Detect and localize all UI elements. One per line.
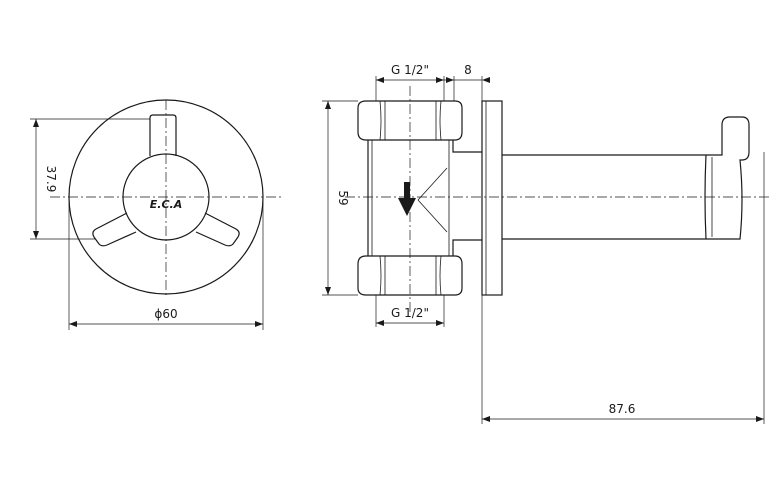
top-hex-nut [357,100,463,141]
top-hex-nut-curves [379,100,442,141]
dim-thread-top-arrow-left [376,77,384,83]
dim-thread-bottom-label: G 1/2" [391,306,429,320]
dim-length-arrow-left [482,416,490,422]
dim-body-height-label: 59 [336,190,350,205]
dim-body-height-arrow-bottom [325,287,331,295]
dim-diameter-label: ϕ60 [154,307,177,321]
dim-flange-label: 8 [464,63,472,77]
wall-flange [481,100,503,296]
dim-length-arrow-right [756,416,764,422]
dim-thread-top-arrow-right [436,77,444,83]
flow-wedge-lines [417,167,448,233]
dim-flange-arrow-right [482,77,490,83]
dim-thread-top-label: G 1/2" [391,63,429,77]
stem-outline [502,154,706,240]
bottom-hex-nut [357,255,463,296]
valve-body-inner [371,140,450,256]
front-view: E.C.A 37.9 ϕ60 [30,99,282,330]
handle-spoke-left [92,212,137,247]
dim-thread-bottom-arrow-right [436,320,444,326]
handle-spoke-right [195,212,240,247]
dim-body-height-arrow-top [325,101,331,109]
valve-body-outline [367,140,482,256]
bottom-hex-nut-curves [379,255,442,296]
dim-height-arrow-top [33,119,39,127]
flow-arrow-shaft [404,182,410,200]
dim-height-label: 37.9 [44,166,58,193]
top-hex-nut-facets [384,101,437,140]
dim-diameter-arrow-right [255,321,263,327]
dim-diameter-arrow-left [69,321,77,327]
handle-end [706,116,750,240]
dim-height-arrow-bottom [33,231,39,239]
side-view: G 1/2" 8 59 G 1/2" 87.6 [322,63,772,424]
handle-spoke-top [149,114,177,156]
brand-logo: E.C.A [150,198,182,211]
dim-length-label: 87.6 [609,402,636,416]
flow-arrow-head [398,198,416,216]
bottom-hex-nut-facets [384,256,437,295]
dim-flange-arrow-left [446,77,454,83]
dim-thread-bottom-arrow-left [376,320,384,326]
